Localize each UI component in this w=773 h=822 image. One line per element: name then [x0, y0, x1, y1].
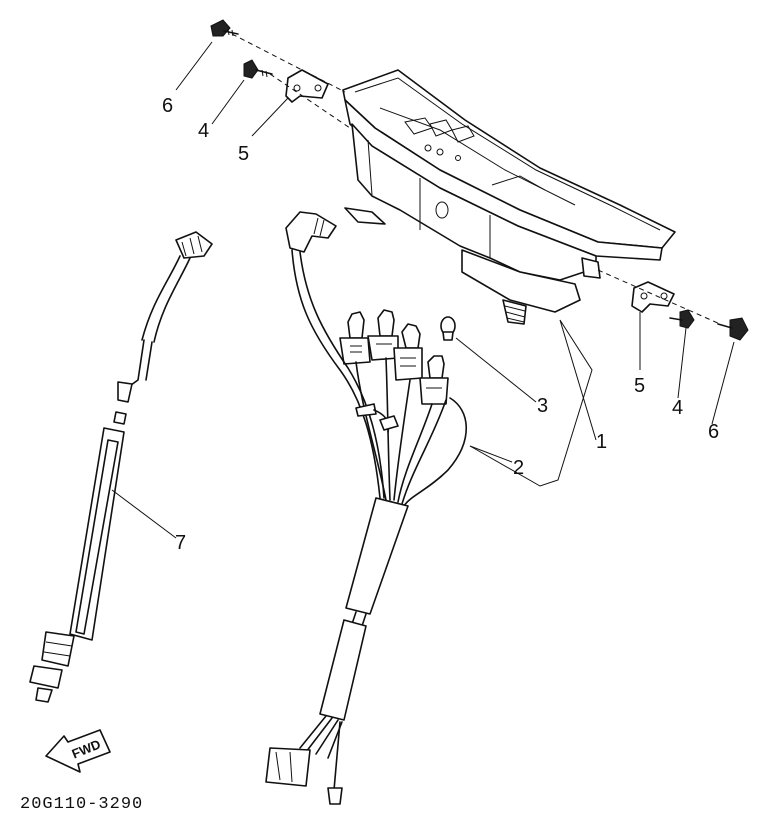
left-assembly-line-2 [269, 73, 351, 129]
speedometer-cable-7 [29, 231, 213, 703]
right-assembly-line [597, 269, 721, 325]
left-screw-6 [210, 19, 239, 37]
meter-assembly [342, 69, 676, 325]
callout-5-right: 5 [634, 375, 645, 397]
drawing-code: 20G110-3290 [20, 795, 143, 814]
callout-4-right: 4 [672, 397, 683, 419]
callout-6-left: 6 [162, 95, 173, 117]
right-screw-6 [717, 317, 749, 341]
left-assembly-line [231, 33, 346, 93]
callout-2: 2 [513, 457, 524, 479]
callout-6-right: 6 [708, 421, 719, 443]
right-grommet-4 [669, 309, 695, 329]
callout-4-left: 4 [198, 120, 209, 142]
left-grommet-4 [243, 59, 273, 79]
bulb-3 [440, 316, 456, 341]
left-bracket-5 [285, 69, 329, 103]
bulb-sockets [339, 309, 449, 405]
callout-7: 7 [175, 532, 186, 554]
leader-lines [111, 41, 735, 539]
forward-arrow: FWD [45, 729, 111, 773]
callout-3: 3 [537, 395, 548, 417]
wire-harness [265, 211, 468, 805]
callout-1: 1 [596, 431, 607, 453]
callout-5-left: 5 [238, 143, 249, 165]
right-bracket-5 [631, 281, 675, 313]
